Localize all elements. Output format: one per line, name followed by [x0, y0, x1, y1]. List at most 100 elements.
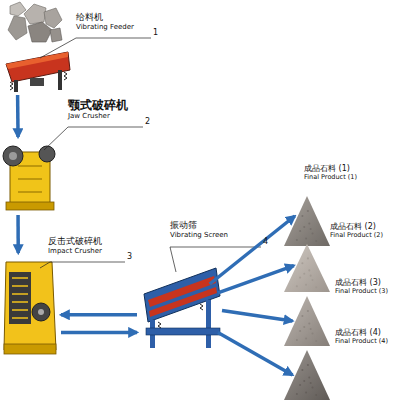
english-name: Final Product (3): [335, 288, 388, 296]
machine-label: 成品石料 (2)Final Product (2): [330, 222, 383, 239]
stone-speck: [305, 391, 307, 393]
feeder-illustration-part: [6, 52, 68, 69]
stone-speck: [310, 228, 312, 230]
stone-speck: [315, 286, 317, 288]
leader-line-part: [44, 127, 143, 150]
stone-speck: [296, 239, 298, 241]
flow-arrow: [210, 216, 295, 284]
chinese-name: 成品石料 (1): [304, 164, 357, 174]
jaw-crusher-illustration-part: [3, 146, 23, 166]
jaw-crusher-illustration-part: [39, 146, 55, 162]
feeder-illustration-part: [10, 72, 67, 90]
stone-speck: [296, 285, 298, 287]
stone-speck: [305, 284, 307, 286]
vibrating-screen-illustration-part: [158, 304, 203, 328]
feeder-illustration: [6, 52, 70, 92]
vibrating-screen: 振动筛Vibrating Screen: [140, 262, 222, 350]
feeder-illustration-part: [14, 80, 18, 92]
stone-pile-shape: [284, 350, 330, 400]
stone-speck: [312, 386, 314, 388]
product-pile: 成品石料 (1)Final Product (1): [284, 196, 330, 246]
impact-crusher: 反击式破碎机Impact Crusher: [2, 256, 58, 354]
stone-speck: [308, 269, 310, 271]
leader-line-part: [40, 262, 125, 268]
machine-label: 成品石料 (4)Final Product (4): [335, 328, 388, 345]
stone-pile-shape: [284, 196, 330, 246]
chinese-name: 给料机: [76, 12, 134, 23]
impact-crusher-illustration-part: [12, 278, 28, 318]
stone-speck: [312, 279, 314, 281]
english-name: Final Product (1): [304, 174, 357, 182]
stone-speck: [305, 237, 307, 239]
stone-speck: [307, 310, 309, 312]
chinese-name: 成品石料 (3): [335, 278, 388, 288]
callout-number: 2: [145, 118, 150, 126]
machine-label: 给料机Vibrating Feeder: [76, 12, 134, 31]
stone-speck: [299, 230, 301, 232]
chinese-name: 成品石料 (2): [330, 222, 383, 232]
callout-number: 3: [127, 253, 132, 261]
vibrating-feeder: 给料机Vibrating Feeder: [4, 48, 72, 92]
jaw-crusher: 颚式破碎机Jaw Crusher: [4, 140, 56, 212]
feeder-illustration-part: [58, 70, 62, 90]
machine-label: 颚式破碎机Jaw Crusher: [68, 98, 128, 121]
stone-speck: [308, 322, 310, 324]
chinese-name: 成品石料 (4): [335, 328, 388, 338]
callout-number: 1: [153, 29, 158, 37]
stone-speck: [303, 380, 305, 382]
stone-speck: [307, 257, 309, 259]
english-name: Final Product (4): [335, 338, 388, 346]
flow-arrow: [222, 310, 293, 321]
stone-pile-shape: [284, 244, 330, 292]
english-name: Vibrating Feeder: [76, 23, 134, 31]
stone-speck: [310, 275, 312, 277]
stone-speck: [312, 232, 314, 234]
stone-speck: [315, 340, 317, 342]
raw-stone-pile: [8, 2, 62, 42]
flow-arrow: [16, 95, 20, 137]
product-pile: 成品石料 (4)Final Product (4): [284, 350, 330, 400]
stone-pile-shape: [284, 296, 330, 346]
stone-speck: [307, 210, 309, 212]
stone-speck: [308, 222, 310, 224]
stone-speck: [299, 277, 301, 279]
flow-arrow: [218, 332, 293, 375]
stone-speck: [301, 262, 303, 264]
stone-speck: [312, 332, 314, 334]
jaw-crusher-illustration-part: [6, 202, 54, 210]
stone-speck: [296, 339, 298, 341]
stone-speck: [296, 393, 298, 395]
stone-pile-shape: [284, 244, 330, 292]
flow-arrow: [16, 215, 20, 253]
english-name: Jaw Crusher: [68, 112, 128, 120]
raw-stone-pile-part: [8, 16, 27, 40]
raw-stone-pile-part: [50, 28, 62, 42]
machine-label: 成品石料 (3)Final Product (3): [335, 278, 388, 295]
impact-crusher-illustration-part: [32, 303, 50, 321]
raw-stone-pile-part: [10, 2, 26, 16]
leader-line-part: [170, 247, 261, 272]
jaw-crusher-illustration-part: [9, 152, 17, 160]
vibrating-screen-illustration-part: [146, 328, 220, 335]
stone-speck: [308, 376, 310, 378]
stone-speck: [301, 369, 303, 371]
raw-stone-pile-part: [24, 4, 46, 24]
stone-speck: [303, 273, 305, 275]
stone-pile-shape: [284, 196, 330, 246]
jaw-crusher-illustration: [3, 146, 55, 210]
impact-crusher-illustration: [4, 262, 56, 354]
product-pile: 成品石料 (2)Final Product (2): [284, 244, 330, 292]
machine-label: 振动筛Vibrating Screen: [170, 220, 228, 239]
stone-speck: [303, 326, 305, 328]
english-name: Vibrating Screen: [170, 231, 228, 239]
stone-speck: [307, 364, 309, 366]
stone-speck: [301, 215, 303, 217]
vibrating-screen-illustration: [144, 268, 220, 348]
impact-crusher-illustration-part: [4, 344, 56, 354]
stone-speck: [299, 384, 301, 386]
flow-arrow: [218, 266, 294, 293]
flow-arrow: [61, 313, 137, 317]
chinese-name: 颚式破碎机: [68, 98, 128, 112]
machine-label: 反击式破碎机Impact Crusher: [48, 236, 102, 255]
